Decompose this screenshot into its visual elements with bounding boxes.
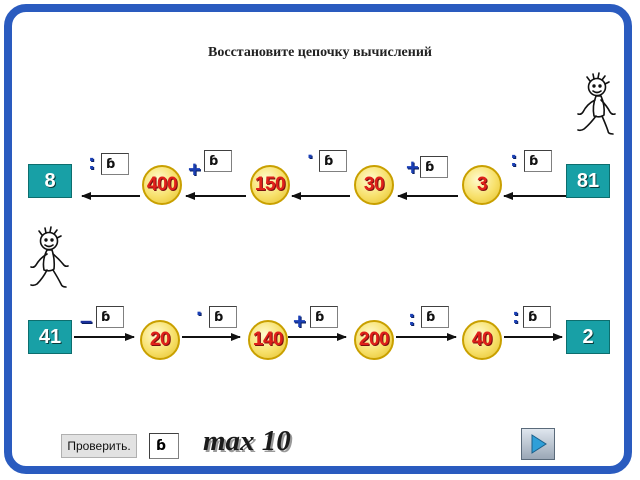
chain1-value-3: 150	[250, 165, 290, 205]
page-title: Восстановите цепочку вычислений	[208, 45, 432, 60]
chain2-operand-input-2[interactable]	[209, 306, 237, 328]
chain1-operator-5: :	[88, 149, 96, 174]
check-button[interactable]: Проверить.	[61, 434, 137, 458]
chain1-operand-input-1[interactable]	[524, 150, 552, 172]
chain1-value-2: 30	[354, 165, 394, 205]
chain1-value-4: 400	[142, 165, 182, 205]
play-arrow-icon	[531, 434, 547, 454]
chain2-operator-5: :	[512, 303, 520, 328]
chain1-operator-2: +	[406, 155, 419, 180]
running-person-icon	[577, 72, 616, 135]
chain1-operator-4: +	[188, 157, 201, 182]
score-field: ɓ	[149, 433, 179, 459]
chain1-operand-input-3[interactable]	[319, 150, 347, 172]
chain2-operator-3: +	[293, 309, 306, 334]
chain2-start-box: 41	[28, 320, 72, 354]
chain2-value-4: 40	[462, 320, 502, 360]
chain2-value-1: 20	[140, 320, 180, 360]
next-button[interactable]	[521, 428, 555, 460]
chain2-operand-input-4[interactable]	[421, 306, 449, 328]
max-score-label: max 10	[203, 425, 291, 457]
chain2-operator-1: –	[80, 308, 93, 333]
chain1-operator-3: ·	[307, 144, 315, 169]
slide-frame	[4, 4, 632, 474]
chain1-start-box: 81	[566, 164, 610, 198]
chain1-end-box: 8	[28, 164, 72, 198]
chain1-operand-input-4[interactable]	[204, 150, 232, 172]
chain1-operand-input-2[interactable]	[420, 156, 448, 178]
chain2-operand-input-1[interactable]	[96, 306, 124, 328]
chain1-value-1: 3	[462, 165, 502, 205]
chain2-operand-input-5[interactable]	[523, 306, 551, 328]
chain2-operand-input-3[interactable]	[310, 306, 338, 328]
chain1-operand-input-5[interactable]	[101, 153, 129, 175]
chain2-operator-2: ·	[196, 301, 204, 326]
chain2-end-box: 2	[566, 320, 610, 354]
chain2-operator-4: :	[408, 305, 416, 330]
chain2-value-3: 200	[354, 320, 394, 360]
chain2-value-2: 140	[248, 320, 288, 360]
running-person-icon	[30, 226, 69, 288]
chain1-operator-1: :	[510, 146, 518, 171]
